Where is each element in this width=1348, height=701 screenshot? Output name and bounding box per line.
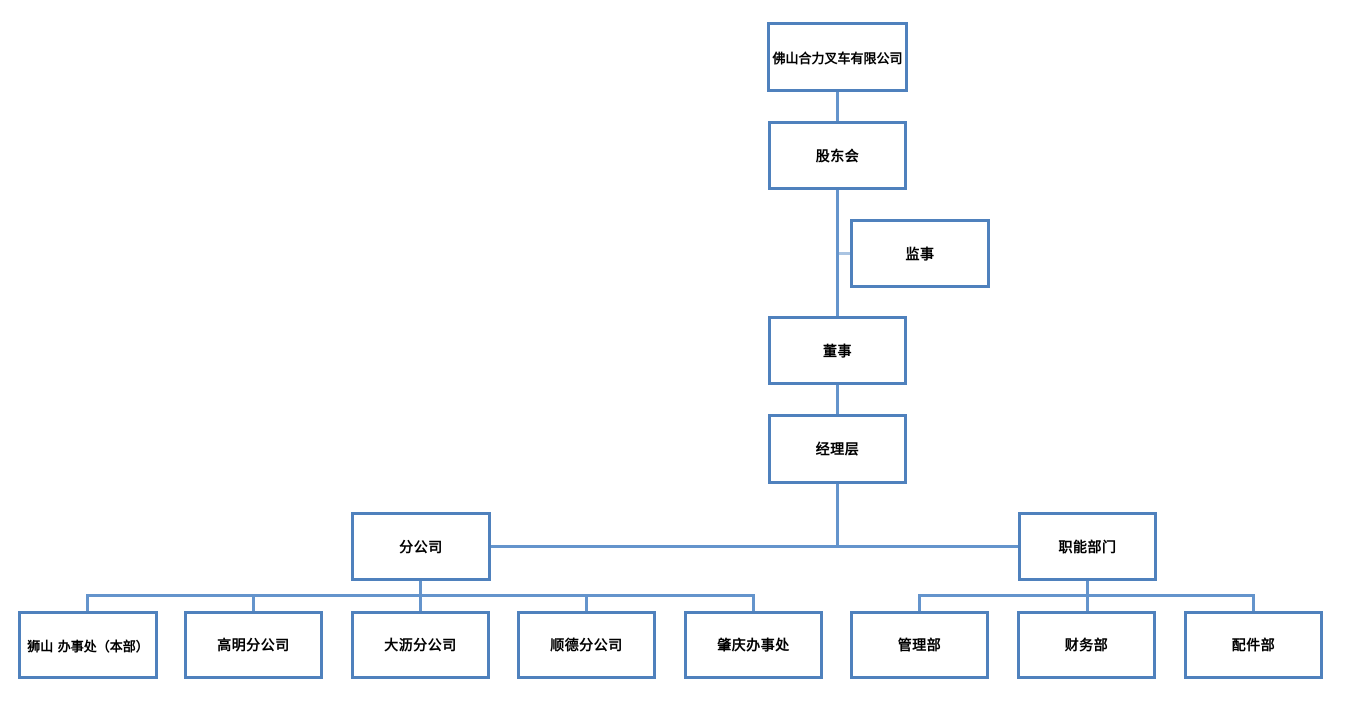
connector-drop-dali — [419, 594, 422, 611]
connector-functional-riser — [1086, 581, 1089, 595]
connector-drop-parts — [1252, 594, 1255, 611]
org-node-gaoming: 高明分公司 — [184, 611, 323, 679]
org-node-shunde-label: 顺德分公司 — [550, 638, 623, 654]
connector-shareholders-director — [836, 190, 839, 316]
org-node-director: 董事 — [768, 316, 907, 385]
org-node-finance-label: 财务部 — [1064, 638, 1109, 654]
org-node-supervisor: 监事 — [850, 219, 990, 288]
org-node-management: 经理层 — [768, 414, 907, 484]
connector-drop-gaoming — [252, 594, 255, 611]
org-node-parts-label: 配件部 — [1231, 638, 1276, 654]
org-node-functional-label: 职能部门 — [1058, 539, 1117, 556]
org-node-shareholders-label: 股东会 — [815, 148, 860, 165]
org-node-branches-label: 分公司 — [399, 539, 443, 556]
connector-drop-shunde — [585, 594, 588, 611]
connector-director-management — [836, 385, 839, 414]
org-node-shishan-label: 狮山 办事处（本部） — [27, 639, 149, 655]
org-node-dali: 大沥分公司 — [351, 611, 490, 679]
org-node-supervisor-label: 监事 — [905, 246, 935, 263]
org-node-branches: 分公司 — [351, 512, 491, 581]
org-node-parts: 配件部 — [1184, 611, 1323, 679]
org-node-shunde: 顺德分公司 — [517, 611, 656, 679]
org-node-functional: 职能部门 — [1018, 512, 1157, 581]
connector-drop-finance — [1086, 594, 1089, 611]
connector-management-drop — [836, 484, 839, 548]
connector-company-shareholders — [836, 92, 839, 122]
org-node-dali-label: 大沥分公司 — [384, 638, 457, 654]
org-node-company-label: 佛山合力叉车有限公司 — [772, 51, 903, 67]
org-node-zhaoqing-label: 肇庆办事处 — [717, 638, 790, 654]
org-node-gaoming-label: 高明分公司 — [217, 638, 290, 654]
org-node-company: 佛山合力叉车有限公司 — [767, 22, 908, 92]
org-node-admin-label: 管理部 — [897, 638, 942, 654]
org-node-finance: 财务部 — [1017, 611, 1156, 679]
org-node-admin: 管理部 — [850, 611, 989, 679]
connector-drop-shishan — [86, 594, 89, 611]
connector-drop-admin — [918, 594, 921, 611]
connector-drop-zhaoqing — [752, 594, 755, 611]
connector-branches-riser — [419, 581, 422, 595]
org-node-zhaoqing: 肇庆办事处 — [684, 611, 823, 679]
org-node-director-label: 董事 — [823, 343, 852, 360]
connector-level2-horizontal — [491, 545, 1018, 548]
org-node-management-label: 经理层 — [815, 442, 860, 458]
org-node-shishan: 狮山 办事处（本部） — [18, 611, 158, 679]
org-node-shareholders: 股东会 — [768, 121, 907, 190]
connector-supervisor-stub — [839, 252, 851, 255]
